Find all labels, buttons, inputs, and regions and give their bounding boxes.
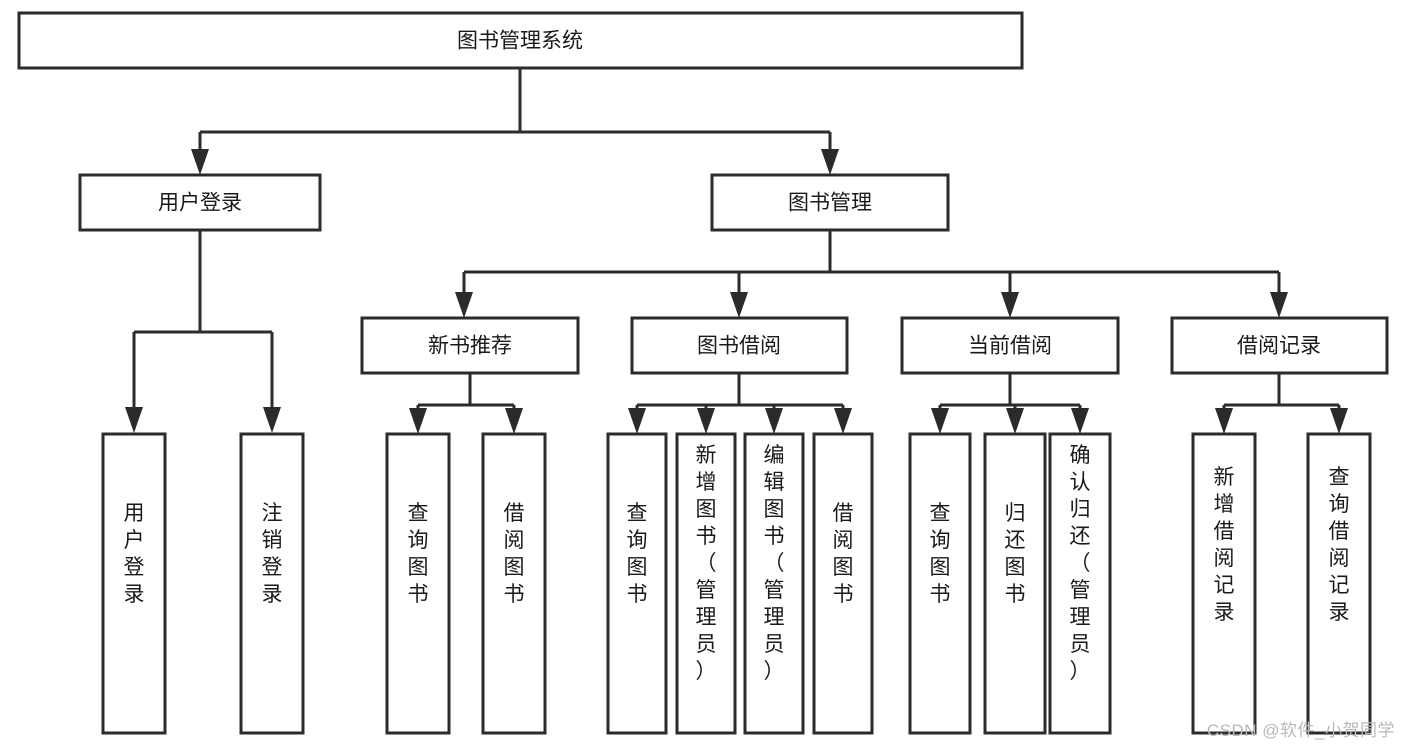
node-leaf-add-book[interactable]: 新增图书（管理员） [675, 432, 737, 735]
node-leaf-query-book-3[interactable]: 查询图书 [908, 432, 972, 735]
arrow-to-leaf-query-book-2 [628, 408, 646, 434]
arrow-to-leaf-query-book-3 [931, 408, 949, 434]
node-leaf-query-book-3-label: 查询图书 [930, 502, 951, 606]
connector-user-login-to-leaves [125, 230, 281, 433]
arrow-to-leaf-add-record [1215, 408, 1233, 434]
node-user-login[interactable]: 用户登录 [78, 173, 322, 232]
node-leaf-query-book-1-label: 查询图书 [408, 502, 429, 606]
node-leaf-query-book-2-label: 查询图书 [627, 502, 648, 606]
csdn-watermark: CSDN @软件_小贺同学 [1206, 721, 1395, 740]
arrow-to-leaf-edit-book [765, 408, 783, 434]
node-borrow-records-label: 借阅记录 [1237, 335, 1321, 358]
arrow-to-leaf-return-book [1006, 408, 1024, 434]
connector-borrow-records-to-leaves [1215, 373, 1348, 434]
node-leaf-user-login[interactable]: 用户登录 [101, 432, 167, 735]
connector-new-book-recommend-to-leaves [409, 373, 523, 434]
node-new-book-recommend-label: 新书推荐 [428, 335, 512, 358]
arrow-to-leaf-add-book [697, 408, 715, 434]
node-leaf-query-record[interactable]: 查询借阅记录 [1306, 432, 1372, 735]
node-leaf-borrow-book-2[interactable]: 借阅图书 [812, 432, 874, 735]
node-new-book-recommend[interactable]: 新书推荐 [360, 316, 580, 375]
connector-book-management-to-level3 [455, 230, 1288, 318]
arrow-to-leaf-borrow-book-1 [505, 408, 523, 434]
arrow-to-leaf-confirm-return [1071, 408, 1089, 434]
arrow-to-user-login [191, 149, 209, 175]
connector-current-borrow-to-leaves [931, 373, 1089, 434]
node-leaf-borrow-book-1[interactable]: 借阅图书 [481, 432, 547, 735]
arrow-to-new-book-recommend [455, 292, 473, 318]
node-user-login-label: 用户登录 [158, 192, 242, 215]
node-root[interactable]: 图书管理系统 [17, 11, 1024, 70]
node-leaf-logout[interactable]: 注销登录 [239, 432, 305, 735]
node-current-borrow[interactable]: 当前借阅 [900, 316, 1120, 375]
node-leaf-query-book-1[interactable]: 查询图书 [385, 432, 451, 735]
node-leaf-add-book-label: 新增图书（管理员） [696, 444, 717, 683]
node-leaf-edit-book-label: 编辑图书（管理员） [764, 444, 785, 683]
arrow-to-leaf-query-book-1 [409, 408, 427, 434]
node-leaf-return-book[interactable]: 归还图书 [983, 432, 1047, 735]
node-leaf-logout-label: 注销登录 [262, 502, 283, 606]
node-leaf-borrow-book-1-label: 借阅图书 [504, 502, 525, 606]
node-leaf-query-record-label: 查询借阅记录 [1329, 466, 1350, 624]
node-leaf-confirm-return[interactable]: 确认归还（管理员） [1048, 432, 1112, 735]
node-leaf-edit-book[interactable]: 编辑图书（管理员） [743, 432, 805, 735]
node-leaf-user-login-label: 用户登录 [124, 502, 145, 606]
arrow-to-book-borrow [730, 292, 748, 318]
connector-root-to-level2 [191, 68, 839, 175]
node-leaf-return-book-label: 归还图书 [1005, 502, 1026, 606]
node-book-management-label: 图书管理 [788, 192, 872, 215]
node-leaf-add-record-label: 新增借阅记录 [1214, 466, 1235, 624]
node-book-borrow-label: 图书借阅 [697, 335, 781, 358]
node-borrow-records[interactable]: 借阅记录 [1170, 316, 1389, 375]
arrow-to-leaf-logout [263, 407, 281, 433]
node-leaf-add-record[interactable]: 新增借阅记录 [1191, 432, 1257, 735]
arrow-to-borrow-records [1270, 292, 1288, 318]
arrow-to-leaf-borrow-book-2 [834, 408, 852, 434]
arrow-to-current-borrow [1001, 292, 1019, 318]
connector-book-borrow-to-leaves [628, 373, 852, 434]
node-book-borrow[interactable]: 图书借阅 [630, 316, 849, 375]
node-leaf-confirm-return-label: 确认归还（管理员） [1070, 444, 1091, 683]
node-current-borrow-label: 当前借阅 [968, 335, 1052, 358]
node-leaf-query-book-2[interactable]: 查询图书 [606, 432, 668, 735]
arrow-to-leaf-query-record [1330, 408, 1348, 434]
arrow-to-book-management [821, 149, 839, 175]
arrow-to-leaf-user-login [125, 407, 143, 433]
node-leaf-borrow-book-2-label: 借阅图书 [833, 502, 854, 606]
node-book-management[interactable]: 图书管理 [710, 173, 950, 232]
node-root-label: 图书管理系统 [457, 30, 583, 53]
